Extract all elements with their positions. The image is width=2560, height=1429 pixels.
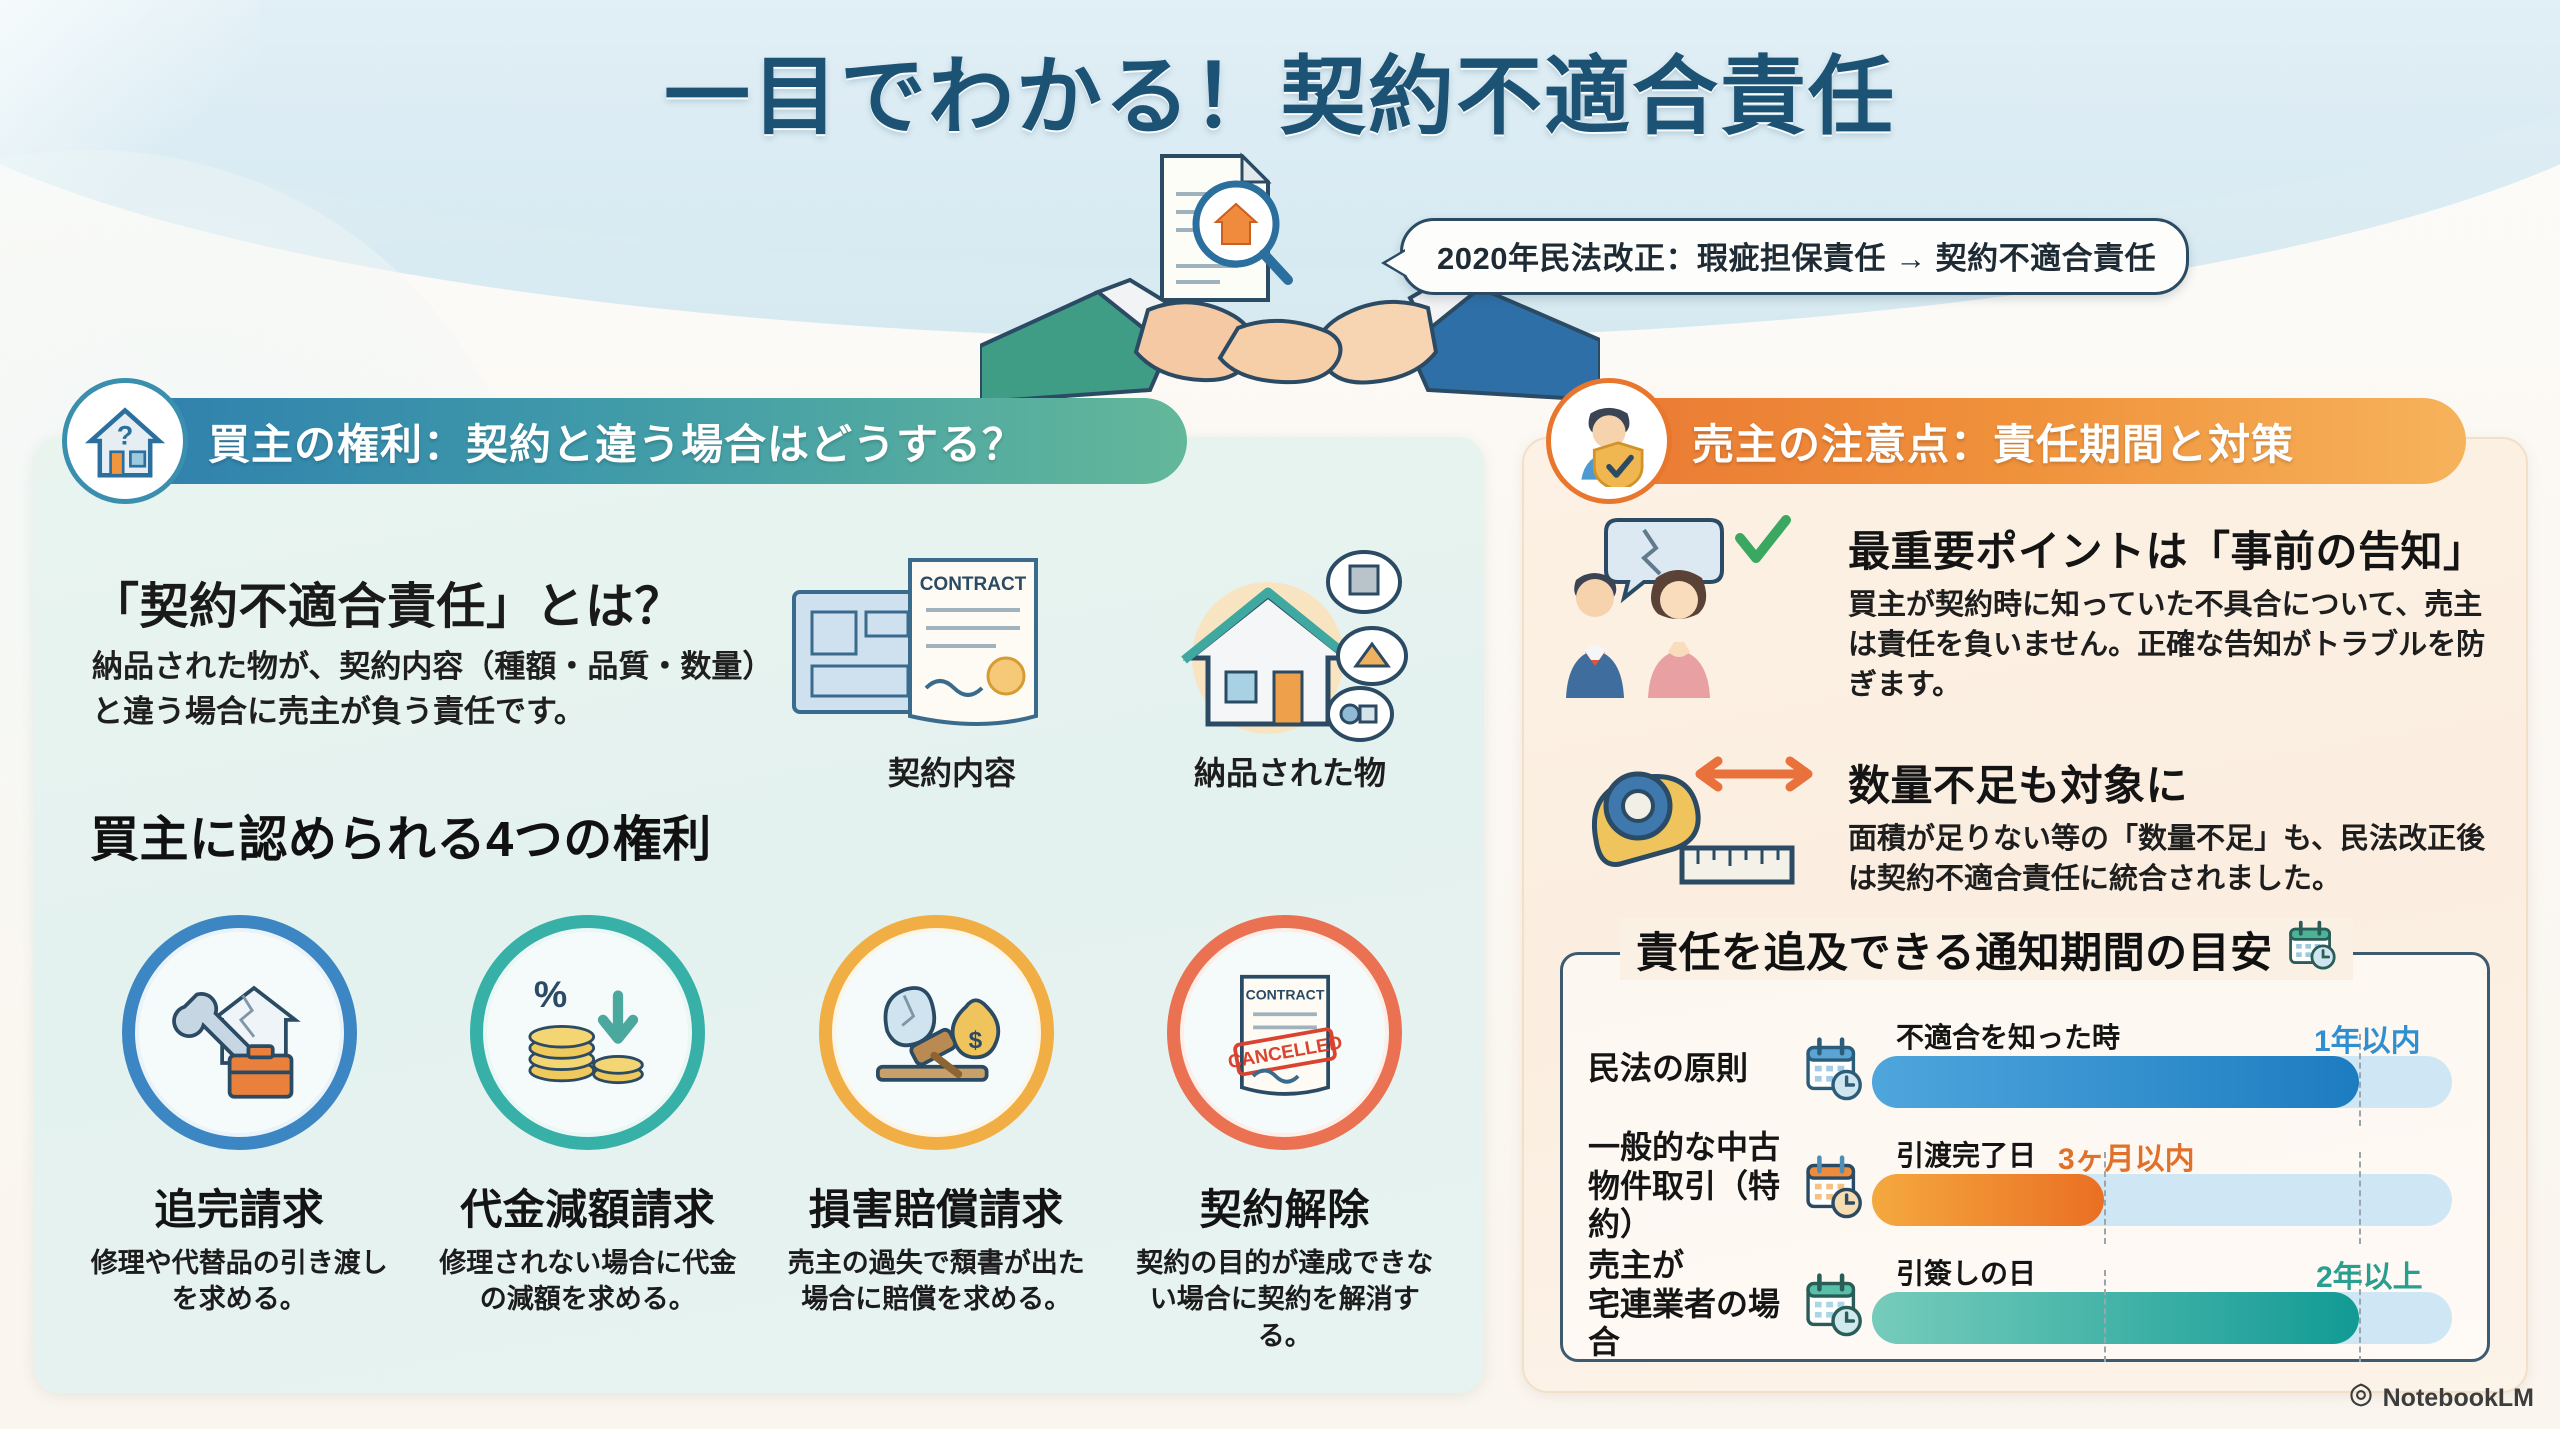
callout-text: 2020年民法改正：瑕疵担保責任 → 契約不適合責任 [1437, 241, 2157, 276]
timeline-start-label: 引簽しの日 [1896, 1258, 2037, 1289]
timeline-fill [1872, 1292, 2359, 1344]
svg-text:%: % [534, 972, 567, 1014]
timeline-fill [1872, 1174, 2104, 1226]
right-card: $ 損害賠償請求 売主の過失で頽書が出た場合に賠償を求める。 [769, 915, 1104, 1354]
gavel-moneybag-icon: $ [818, 915, 1054, 1150]
timeline-divider [2359, 1034, 2361, 1126]
timeline-row: 売主が 宅連業者の場合 引簽しの日 2年以上 [1578, 1247, 2478, 1362]
damaged-house-icon [1150, 548, 1410, 763]
timeline-row-label: 民法の原則 [1588, 1049, 1749, 1086]
coins-percent-down-icon: % [470, 915, 706, 1150]
timeline-divider [2104, 1152, 2106, 1244]
page-title: 一目でわかる！契約不適合責任 [664, 49, 1896, 145]
notebooklm-watermark: NotebookLM [2348, 1382, 2534, 1415]
person-shield-check-icon [1546, 378, 1672, 504]
calendar-clock-icon [2285, 918, 2337, 980]
timeline-divider [2359, 1270, 2361, 1362]
right-card-desc: 契約の目的が達成できない場合に契約を解消する。 [1136, 1248, 1434, 1351]
timeline-bar-area: 不適合を知った時 1年以内 [1872, 1012, 2478, 1126]
timeline-end-label: 1年以内 [2314, 1025, 2421, 1058]
timeline-heading-label: 責任を追及できる通知期間の目安 [1636, 928, 2273, 976]
timeline-end-label: 3ヶ月以内 [2058, 1143, 2195, 1176]
contract-cancelled-icon: CONTRACT CANCELLED [1167, 915, 1403, 1150]
seller-cautions-banner: 売主の注意点：責任期間と対策 [1596, 398, 2466, 484]
svg-text:?: ? [117, 421, 134, 451]
svg-text:$: $ [969, 1027, 983, 1054]
right-card-desc: 修理や代替品の引き渡しを求める。 [90, 1248, 388, 1315]
rights-card-list: 追完請求 修理や代替品の引き渡しを求める。 % 代金減額請求 修理されない場合に… [72, 915, 1452, 1354]
house-question-icon: ? [62, 378, 188, 504]
tape-measure-arrow-icon [1582, 736, 1832, 896]
calendar-clock-blue-icon [1794, 1034, 1872, 1102]
svg-text:CONTRACT: CONTRACT [1245, 986, 1324, 1002]
timeline-bar-area: 引渡完了日 3ヶ月以内 [1872, 1130, 2478, 1244]
magnifier-house-icon [1192, 180, 1293, 285]
timeline-bar-area: 引簽しの日 2年以上 [1872, 1248, 2478, 1362]
point-body: 買主が契約時に知っていた不具合について、売主は責任を負いません。正確な告知がトラ… [1848, 589, 2486, 702]
right-card: 追完請求 修理や代替品の引き渡しを求める。 [72, 915, 407, 1354]
timeline-row: 一般的な中古 物件取引（特約） 引渡完了日 3ヶ月以内 [1578, 1129, 2478, 1244]
calendar-clock-teal-icon [1794, 1270, 1872, 1338]
calendar-clock-orange-icon [1794, 1152, 1872, 1220]
buyer-rights-banner: 買主の権利：契約と違う場合はどうする？ [112, 398, 1187, 484]
notebooklm-label: NotebookLM [2382, 1384, 2534, 1412]
point-title: 最重要ポイントは「事前の告知」 [1848, 528, 2486, 575]
svg-text:CONTRACT: CONTRACT [920, 574, 1027, 595]
right-card-title: 代金減額請求 [460, 1186, 716, 1233]
timeline-divider [2104, 1270, 2106, 1362]
seller-cautions-banner-label: 売主の注意点：責任期間と対策 [1692, 420, 2295, 468]
notebooklm-logo-icon [2348, 1382, 2374, 1415]
point-title: 数量不足も対象に [1848, 762, 2189, 809]
wrench-house-toolbox-icon [121, 915, 357, 1150]
law-revision-callout: 2020年民法改正：瑕疵担保責任 → 契約不適合責任 [1381, 218, 2190, 295]
timeline-heading: 責任を追及できる通知期間の目安 [1620, 918, 2353, 980]
couple-speech-check-icon [1560, 512, 1830, 712]
right-card-title: 追完請求 [154, 1186, 325, 1233]
point-body: 面積が足りない等の「数量不足」も、民法改正後は契約不適合責任に統合されました。 [1848, 823, 2486, 896]
timeline-row-label: 一般的な中古 物件取引（特約） [1588, 1129, 1781, 1243]
timeline-start-label: 不適合を知った時 [1896, 1022, 2121, 1053]
point-prior-notice: 最重要ポイントは「事前の告知」 買主が契約時に知っていた不具合について、売主は責… [1848, 518, 2508, 705]
page-title-wrap: 一目でわかる！契約不適合責任 [0, 26, 2560, 151]
right-card-desc: 修理されない場合に代金の減額を求める。 [439, 1248, 737, 1315]
definition-heading: 「契約不適合責任」とは？ [90, 580, 685, 634]
point-quantity-shortage: 数量不足も対象に 面積が足りない等の「数量不足」も、民法改正後は契約不適合責任に… [1848, 752, 2508, 899]
timeline-divider [2359, 1152, 2361, 1244]
timeline-fill [1872, 1056, 2359, 1108]
callout-tail-inner [1386, 251, 1406, 275]
contract-illustration-caption: 契約内容 [887, 755, 1016, 791]
right-card-title: 損害賠償請求 [808, 1186, 1064, 1233]
timeline-end-label: 2年以上 [2316, 1261, 2423, 1294]
definition-body: 納品された物が、契約内容（種額・品質・数量）と違う場合に売主が負う責任です。 [92, 649, 774, 729]
buyer-rights-banner-label: 買主の権利：契約と違う場合はどうする？ [208, 420, 1026, 468]
timeline-row: 民法の原則 不適合を知った時 1年以内 [1578, 1012, 2478, 1126]
rights-heading: 買主に認められる4つの権利 [90, 813, 712, 867]
timeline-row-label: 売主が 宅連業者の場合 [1588, 1247, 1781, 1361]
right-card: CONTRACT CANCELLED 契約解除 契約の目的が達成できない場合に契… [1118, 915, 1453, 1354]
delivered-illustration-caption: 納品された物 [1193, 755, 1386, 791]
right-card-desc: 売主の過失で頽書が出た場合に賠償を求める。 [787, 1248, 1085, 1315]
blueprint-contract-icon: CONTRACT [790, 548, 1060, 763]
timeline-start-label: 引渡完了日 [1896, 1140, 2037, 1171]
background-corner-top-left [0, 0, 260, 200]
right-card: % 代金減額請求 修理されない場合に代金の減額を求める。 [421, 915, 756, 1354]
right-card-title: 契約解除 [1199, 1186, 1370, 1233]
